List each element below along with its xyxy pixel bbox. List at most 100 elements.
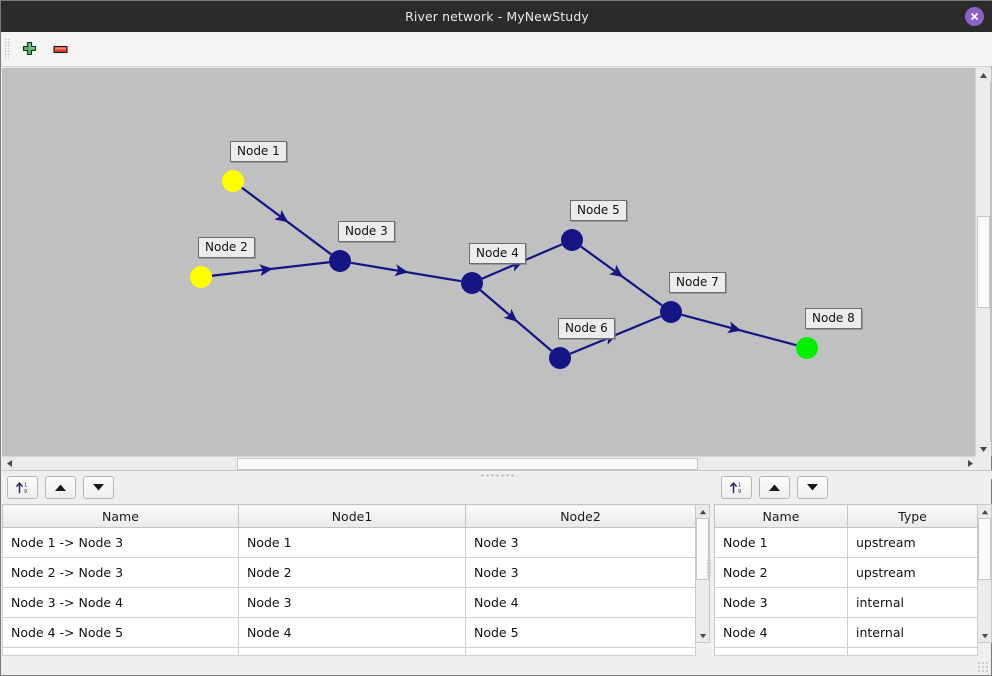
table-cell[interactable] xyxy=(238,647,466,656)
scroll-down-icon[interactable] xyxy=(978,629,991,642)
scroll-down-icon[interactable] xyxy=(976,442,991,456)
sort-ascending-icon[interactable]: 1 9 xyxy=(7,475,38,499)
canvas-vertical-scrollbar[interactable] xyxy=(975,68,991,456)
node-table-scroll-thumb[interactable] xyxy=(978,518,991,580)
node-table-scrollbar[interactable] xyxy=(977,504,992,643)
table-cell[interactable]: Node 1 xyxy=(238,527,466,558)
graph-node-node-7[interactable] xyxy=(660,301,682,323)
column-header-node1[interactable]: Node1 xyxy=(238,504,466,528)
svg-text:9: 9 xyxy=(24,489,27,495)
table-cell[interactable]: internal xyxy=(847,587,978,618)
scroll-right-icon[interactable] xyxy=(963,457,977,470)
node-label-node-3[interactable]: Node 3 xyxy=(338,221,395,242)
close-icon[interactable] xyxy=(965,7,984,26)
table-cell[interactable]: Node 1 -> Node 3 xyxy=(2,527,239,558)
add-plus-icon[interactable] xyxy=(16,36,42,62)
column-header-name[interactable]: Name xyxy=(714,504,848,528)
node-label-node-7[interactable]: Node 7 xyxy=(669,272,726,293)
canvas-horizontal-scrollbar[interactable] xyxy=(2,456,977,470)
node-label-node-1[interactable]: Node 1 xyxy=(230,141,287,162)
panel-splitter[interactable] xyxy=(2,470,992,479)
column-header-node2[interactable]: Node2 xyxy=(465,504,696,528)
graph-node-node-8[interactable] xyxy=(796,337,818,359)
arrow-up-icon[interactable] xyxy=(45,475,76,499)
table-row[interactable] xyxy=(714,647,978,656)
edge-arrow-icon xyxy=(394,264,409,277)
graph-node-node-2[interactable] xyxy=(190,266,212,288)
node-label-node-8[interactable]: Node 8 xyxy=(805,308,862,329)
table-row[interactable] xyxy=(2,647,696,656)
graph-node-node-1[interactable] xyxy=(222,170,244,192)
table-cell[interactable]: Node 3 xyxy=(465,527,696,558)
arrow-down-icon[interactable] xyxy=(83,475,114,499)
network-graph[interactable] xyxy=(2,68,992,456)
splitter-handle-dots xyxy=(480,473,514,477)
graph-node-node-5[interactable] xyxy=(561,229,583,251)
canvas-horizontal-scroll-thumb[interactable] xyxy=(237,458,698,470)
branch-panel-toolbar: 1 9 xyxy=(2,474,114,500)
svg-text:1: 1 xyxy=(738,482,741,488)
table-cell[interactable]: Node 5 xyxy=(465,617,696,648)
arrow-down-icon[interactable] xyxy=(797,475,828,499)
canvas-vertical-scroll-thumb[interactable] xyxy=(977,216,990,308)
table-cell[interactable]: internal xyxy=(847,617,978,648)
table-cell[interactable]: Node 3 xyxy=(714,587,848,618)
table-cell[interactable]: Node 3 xyxy=(238,587,466,618)
toolbar-grip[interactable] xyxy=(4,38,11,60)
table-cell[interactable]: upstream xyxy=(847,527,978,558)
scroll-down-icon[interactable] xyxy=(696,629,709,642)
remove-minus-icon[interactable] xyxy=(47,36,73,62)
sort-ascending-icon[interactable]: 1 9 xyxy=(721,475,752,499)
table-cell[interactable]: upstream xyxy=(847,557,978,588)
table-cell[interactable]: Node 4 xyxy=(714,617,848,648)
scroll-up-icon[interactable] xyxy=(976,68,991,82)
table-cell[interactable]: Node 4 -> Node 5 xyxy=(2,617,239,648)
table-cell[interactable]: Node 2 xyxy=(714,557,848,588)
table-cell[interactable]: Node 4 xyxy=(465,587,696,618)
title-bar: River network - MyNewStudy xyxy=(1,1,992,32)
table-cell[interactable]: Node 3 -> Node 4 xyxy=(2,587,239,618)
node-label-node-4[interactable]: Node 4 xyxy=(469,243,526,264)
table-cell[interactable] xyxy=(465,647,696,656)
table-cell[interactable]: Node 2 -> Node 3 xyxy=(2,557,239,588)
table-cell[interactable] xyxy=(847,647,978,656)
scroll-up-icon[interactable] xyxy=(978,505,991,518)
edge-arrow-icon xyxy=(274,209,289,223)
table-cell[interactable]: Node 1 xyxy=(714,527,848,558)
column-header-type[interactable]: Type xyxy=(847,504,978,528)
table-cell[interactable]: Node 2 xyxy=(238,557,466,588)
table-cell[interactable] xyxy=(714,647,848,656)
node-layer xyxy=(190,170,818,369)
window-resize-grip[interactable] xyxy=(977,661,988,672)
node-label-node-5[interactable]: Node 5 xyxy=(570,200,627,221)
node-label-node-2[interactable]: Node 2 xyxy=(198,237,255,258)
river-network-canvas[interactable]: Node 1 Node 2 Node 3 Node 4 Node 5 Node 6 Node… xyxy=(2,68,992,456)
scrollbar-corner xyxy=(975,456,990,470)
graph-node-node-6[interactable] xyxy=(549,347,571,369)
column-header-name[interactable]: Name xyxy=(2,504,239,528)
scroll-up-icon[interactable] xyxy=(696,505,709,518)
node-panel-grip[interactable] xyxy=(706,559,711,577)
graph-node-node-4[interactable] xyxy=(461,272,483,294)
table-cell[interactable] xyxy=(2,647,239,656)
table-cell[interactable]: Node 4 xyxy=(238,617,466,648)
arrow-up-icon[interactable] xyxy=(759,475,790,499)
svg-text:1: 1 xyxy=(24,482,27,488)
scroll-left-icon[interactable] xyxy=(2,457,16,470)
graph-node-node-3[interactable] xyxy=(329,250,351,272)
node-label-node-6[interactable]: Node 6 xyxy=(558,318,615,339)
table-cell[interactable]: Node 3 xyxy=(465,557,696,588)
branch-table-scroll-thumb[interactable] xyxy=(696,518,709,580)
